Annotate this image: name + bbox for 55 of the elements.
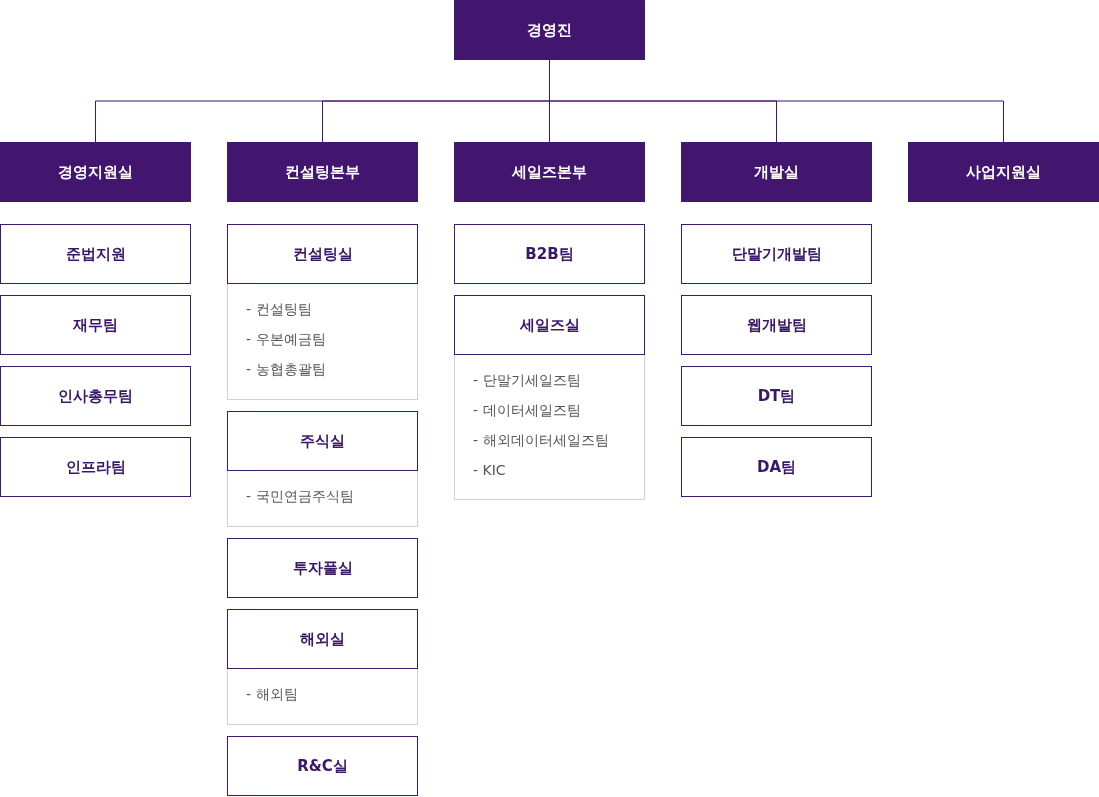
unit-name: 단말기개발팀 bbox=[731, 244, 822, 264]
unit-name: 개발실 bbox=[754, 162, 799, 182]
unit-name: 재무팀 bbox=[73, 315, 118, 335]
department-box bbox=[227, 609, 418, 669]
department-box bbox=[0, 295, 191, 355]
team-name: - 농협총괄팀 bbox=[246, 360, 326, 379]
unit-name: 해외실 bbox=[300, 629, 345, 649]
department-box bbox=[0, 366, 191, 426]
team-list-panel bbox=[454, 355, 645, 500]
department-box bbox=[227, 411, 418, 471]
division-box bbox=[454, 142, 645, 202]
unit-name: 사업지원실 bbox=[966, 162, 1041, 182]
department-box bbox=[681, 366, 872, 426]
unit-name: 세일즈본부 bbox=[512, 162, 587, 182]
department-box bbox=[0, 437, 191, 497]
team-name: - 단말기세일즈팀 bbox=[473, 371, 581, 390]
team-name: - 해외데이터세일즈팀 bbox=[473, 431, 609, 450]
department-box bbox=[227, 538, 418, 598]
department-box bbox=[227, 736, 418, 796]
unit-name: R&C실 bbox=[297, 756, 348, 776]
division-box bbox=[908, 142, 1099, 202]
unit-name: 준법지원 bbox=[65, 244, 126, 264]
unit-name: 컨설팅본부 bbox=[285, 162, 360, 182]
team-name: - 해외팀 bbox=[246, 685, 298, 704]
unit-name: 인사총무팀 bbox=[58, 386, 133, 406]
unit-name: 인프라팀 bbox=[65, 457, 126, 477]
unit-name: 경영지원실 bbox=[58, 162, 133, 182]
unit-name: 경영진 bbox=[527, 20, 572, 40]
unit-name: DA팀 bbox=[756, 457, 797, 477]
unit-name: 투자풀실 bbox=[292, 558, 353, 578]
department-box bbox=[227, 224, 418, 284]
division-box bbox=[227, 142, 418, 202]
executive-box bbox=[454, 0, 645, 60]
unit-name: DT팀 bbox=[757, 386, 796, 406]
team-list-panel bbox=[227, 471, 418, 527]
department-box bbox=[681, 437, 872, 497]
team-list-panel bbox=[227, 669, 418, 725]
team-name: - 컨설팅팀 bbox=[246, 300, 312, 319]
team-name: - 국민연금주식팀 bbox=[246, 487, 354, 506]
unit-name: 컨설팅실 bbox=[292, 244, 353, 264]
team-name: - KIC bbox=[473, 461, 506, 480]
unit-name: 웹개발팀 bbox=[746, 315, 807, 335]
department-box bbox=[0, 224, 191, 284]
team-list-panel bbox=[227, 284, 418, 400]
unit-name: B2B팀 bbox=[525, 244, 574, 264]
team-name: - 데이터세일즈팀 bbox=[473, 401, 581, 420]
division-box bbox=[681, 142, 872, 202]
division-box bbox=[0, 142, 191, 202]
unit-name: 세일즈실 bbox=[519, 315, 580, 335]
department-box bbox=[454, 295, 645, 355]
department-box bbox=[454, 224, 645, 284]
team-name: - 우본예금팀 bbox=[246, 330, 326, 349]
department-box bbox=[681, 295, 872, 355]
department-box bbox=[681, 224, 872, 284]
unit-name: 주식실 bbox=[300, 431, 345, 451]
